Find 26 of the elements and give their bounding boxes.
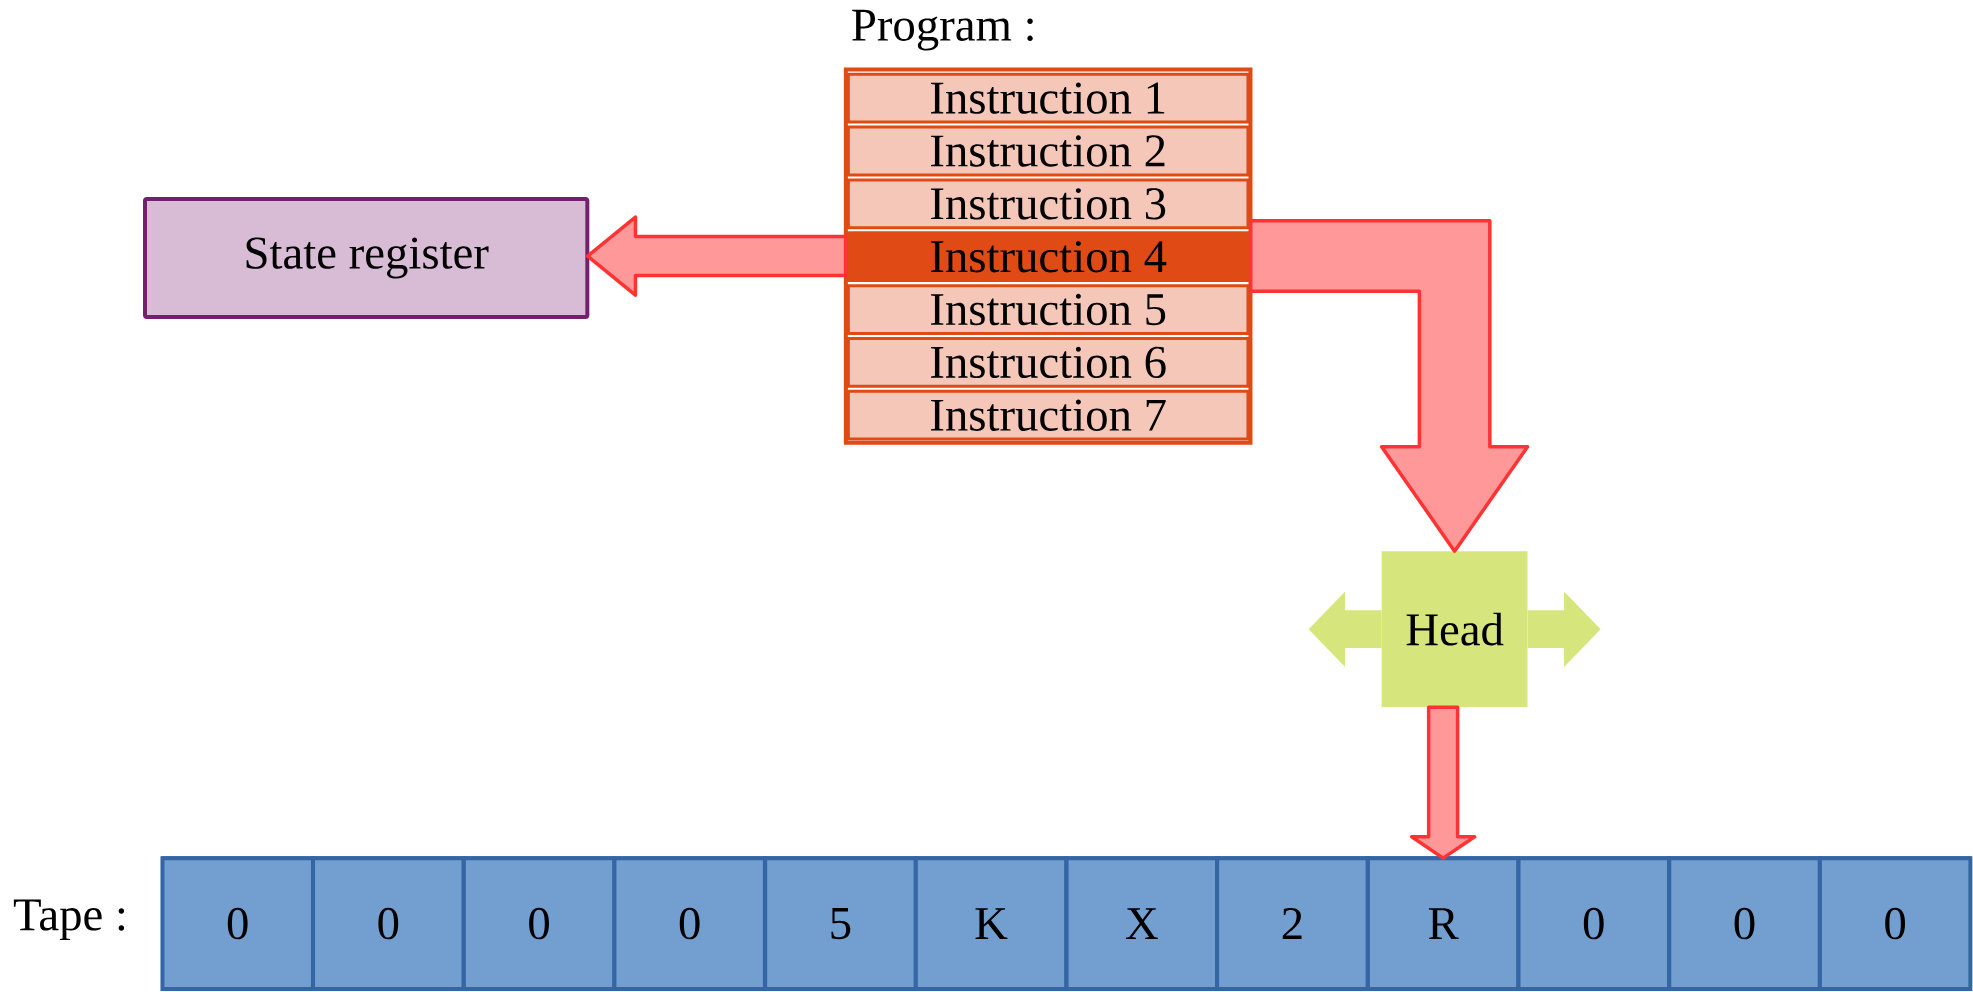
- node-label: Program :: [852, 10, 1033, 51]
- tape-cell: 0: [1667, 856, 1822, 992]
- instruction-row: Instruction 1: [846, 73, 1250, 124]
- tape-cell: X: [1064, 856, 1219, 992]
- instruction-row: Instruction 3: [846, 178, 1250, 230]
- head-drawing: Head: [1308, 551, 1601, 708]
- instruction-row: Instruction 7: [846, 390, 1250, 441]
- instruction-row: Instruction 5: [846, 284, 1250, 336]
- instruction-row: Instruction 2: [846, 125, 1250, 177]
- node-label: Tape :: [13, 899, 125, 941]
- tape-cell: 0: [160, 856, 315, 992]
- tape-cell: 0: [1817, 856, 1973, 992]
- tape-cell: 0: [1516, 856, 1671, 992]
- state-register-box: State register: [143, 197, 590, 320]
- tape-cell: 0: [311, 856, 466, 992]
- instruction-row: Instruction 6: [846, 337, 1250, 388]
- tape-cell: 0: [461, 856, 617, 992]
- block-arrow: [1249, 219, 1530, 554]
- tape-cell: 2: [1215, 856, 1370, 992]
- tape-cell: 0: [612, 856, 767, 992]
- tape-cell: K: [913, 856, 1069, 992]
- block-arrow: [1409, 705, 1477, 861]
- block-arrow: [585, 215, 848, 298]
- instruction-row: Instruction 4: [846, 231, 1250, 283]
- tape-cell: 5: [763, 856, 918, 992]
- tape-cell: R: [1365, 856, 1521, 992]
